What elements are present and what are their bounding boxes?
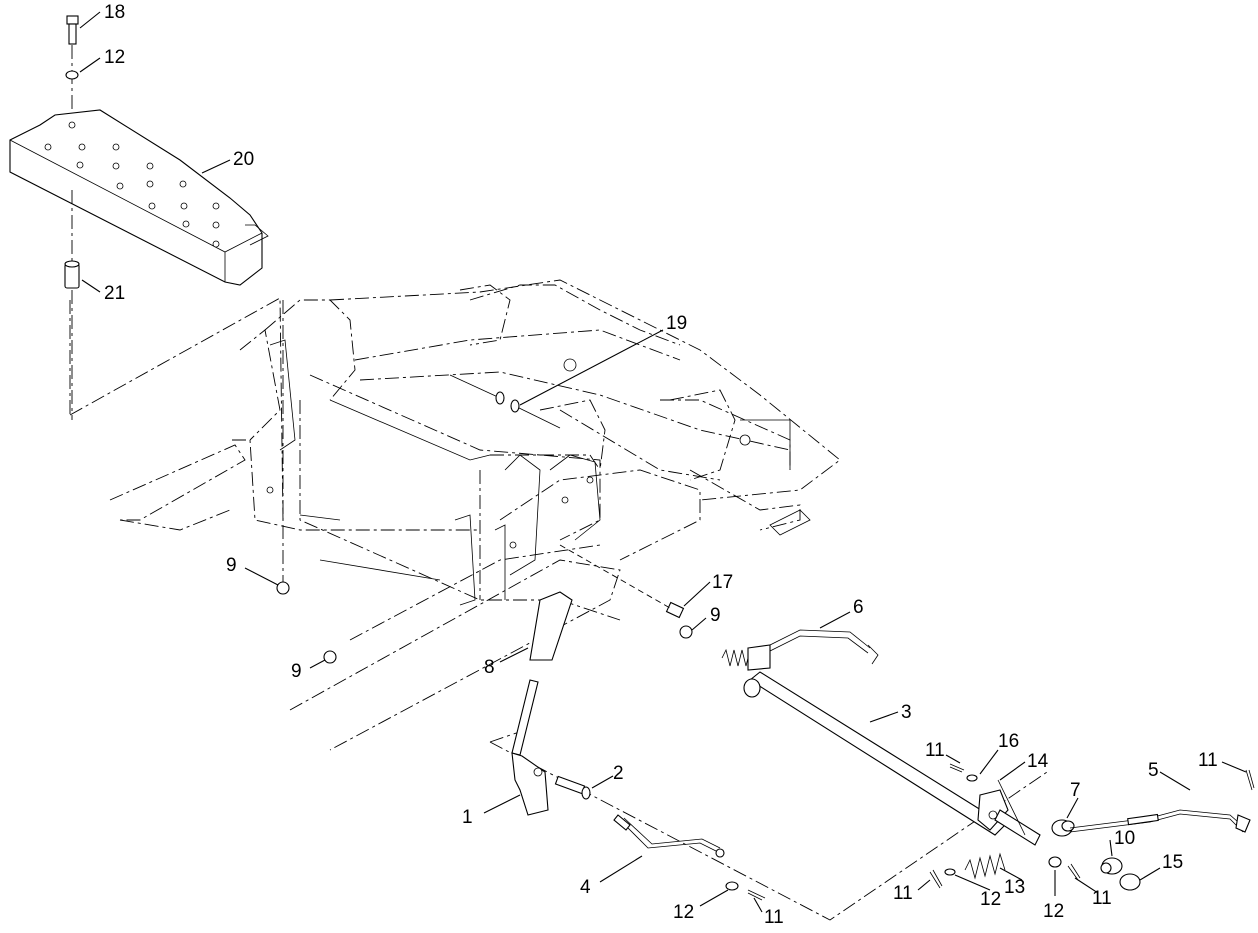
callout-4: 4	[580, 877, 591, 898]
callout-1: 1	[462, 807, 473, 828]
clevis-pin-2	[554, 775, 591, 800]
callout-11-rod5: 11	[1198, 750, 1218, 771]
callout-8: 8	[484, 657, 495, 678]
callout-9-left: 9	[226, 555, 237, 576]
callout-10: 10	[1114, 828, 1135, 849]
washer-12-shaft	[1048, 856, 1062, 868]
callout-15: 15	[1162, 852, 1183, 873]
callout-3: 3	[901, 702, 912, 723]
hairpin-11-right	[1067, 863, 1081, 881]
pin-14	[997, 779, 1026, 836]
callout-9-lower: 9	[291, 661, 302, 682]
shaft-3	[743, 671, 1041, 846]
callout-9-right: 9	[710, 605, 721, 626]
bolt-17-axis	[559, 544, 671, 609]
nut-9-left	[276, 581, 290, 595]
callout-12-shaft: 12	[1043, 901, 1064, 922]
callout-14: 14	[1027, 751, 1049, 772]
rod-4	[613, 814, 725, 858]
washer-12-spring	[944, 868, 956, 876]
washer-16	[966, 774, 978, 782]
callout-20: 20	[233, 149, 254, 170]
frame-phantom	[69, 279, 1051, 921]
hairpin-11-rod5	[1245, 769, 1255, 791]
callout-12-spring: 12	[980, 889, 1001, 910]
callout-19: 19	[666, 313, 687, 334]
callout-11-left: 11	[893, 883, 913, 904]
bolt-18	[66, 15, 79, 45]
hairpin-11-rod4	[747, 889, 766, 901]
washer-12-top	[65, 70, 79, 80]
nut-9-right	[679, 625, 693, 639]
rod-5	[1069, 809, 1251, 833]
callout-6: 6	[853, 597, 864, 618]
bushing-7	[1051, 819, 1075, 837]
callout-13: 13	[1004, 877, 1025, 898]
callout-12-top: 12	[104, 47, 125, 68]
bushing-10	[1100, 857, 1123, 875]
callout-16: 16	[998, 731, 1019, 752]
bolt-17	[665, 601, 685, 619]
washer-15	[1119, 873, 1141, 891]
callout-5: 5	[1148, 760, 1159, 781]
hairpin-11-shaft	[949, 763, 965, 773]
footrest-plate	[9, 109, 269, 286]
callout-12-rod4: 12	[673, 902, 694, 923]
callout-18: 18	[104, 2, 125, 23]
callout-7: 7	[1070, 780, 1081, 801]
leader-lines	[79, 11, 1247, 913]
washer-12-rod4	[725, 881, 739, 891]
callout-11-shaft: 11	[925, 740, 945, 761]
nut-9-lower	[323, 650, 337, 664]
callout-21: 21	[104, 283, 125, 304]
callout-11-right: 11	[1092, 888, 1112, 909]
pin-19	[449, 374, 561, 429]
frame-details	[266, 339, 811, 606]
spring-13	[964, 852, 1006, 880]
callout-11-rod4: 11	[764, 907, 784, 928]
pedal-lever-8	[511, 591, 573, 816]
callout-labels: 18 12 20 21 19 9 9 17 9 6 8 3 1 2 4 12 1…	[104, 2, 1218, 928]
callout-2: 2	[613, 763, 624, 784]
hairpin-11-left	[929, 869, 943, 889]
spacer-21	[64, 260, 80, 289]
callout-17: 17	[712, 572, 733, 593]
plate-holes	[44, 121, 220, 248]
rod-6	[721, 629, 879, 671]
